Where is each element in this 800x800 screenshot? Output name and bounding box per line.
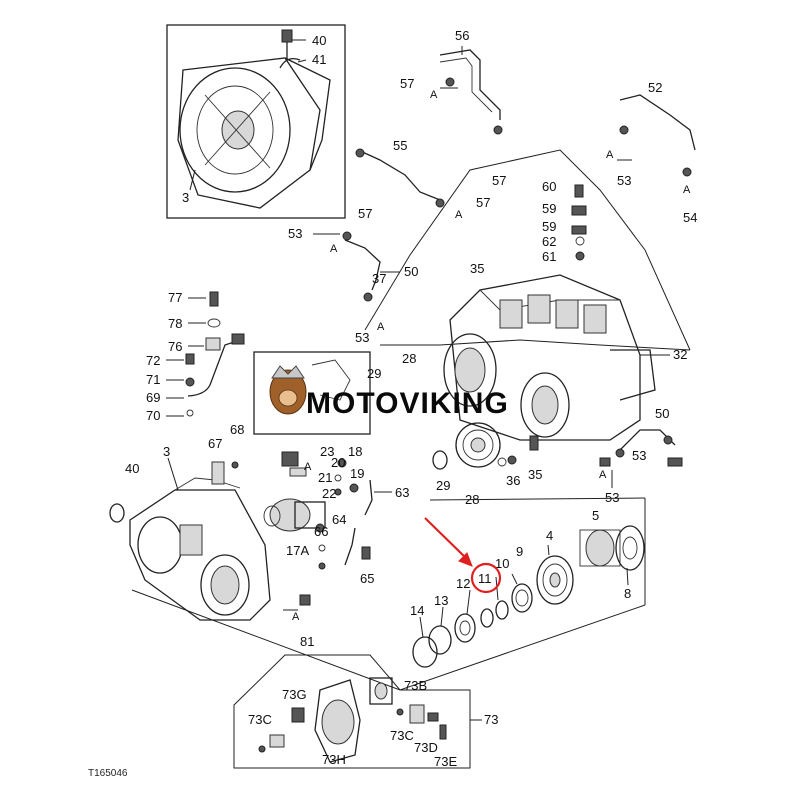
callout-57: 57 xyxy=(358,206,372,221)
callout-41: 41 xyxy=(312,52,326,67)
callout-29: 29 xyxy=(436,478,450,493)
callout-3: 3 xyxy=(182,190,189,205)
callout-73: 73 xyxy=(484,712,498,727)
callout-13: 13 xyxy=(434,593,448,608)
callout-81: 81 xyxy=(300,634,314,649)
callout-40: 40 xyxy=(125,461,139,476)
callout-64: 64 xyxy=(332,512,346,527)
callout-52: 52 xyxy=(648,80,662,95)
callout-65: 65 xyxy=(360,571,374,586)
arrow-a: A xyxy=(430,89,438,101)
callout-8: 8 xyxy=(624,586,631,601)
callout-29: 29 xyxy=(367,366,381,381)
harness-right xyxy=(599,429,683,488)
callout-57: 57 xyxy=(400,76,414,91)
callout-77: 77 xyxy=(168,290,182,305)
callout-61: 61 xyxy=(542,249,556,264)
callout-53: 53 xyxy=(288,226,302,241)
callout-57: 57 xyxy=(476,195,490,210)
watermark-brand: MOTOVIKING xyxy=(306,387,509,420)
callout-73E: 73E xyxy=(434,754,457,769)
sensor-group xyxy=(263,451,373,606)
callout-73G: 73G xyxy=(282,687,307,702)
callout-73C: 73C xyxy=(390,728,414,743)
arrow-a: A xyxy=(455,209,463,221)
arrow-a: A xyxy=(683,184,691,196)
arrow-a: A xyxy=(377,321,385,333)
engine-block xyxy=(364,149,691,441)
inset-bellhousing xyxy=(166,24,346,219)
callout-28: 28 xyxy=(402,351,416,366)
housing-lower xyxy=(109,457,271,621)
callout-56: 56 xyxy=(455,28,469,43)
callout-36: 36 xyxy=(506,473,520,488)
callout-66: 66 xyxy=(314,524,328,539)
exploded-drivetrain xyxy=(131,497,646,691)
arrow-a: A xyxy=(330,243,338,255)
callout-53: 53 xyxy=(355,330,369,345)
callout-70: 70 xyxy=(146,408,160,423)
callout-37: 37 xyxy=(372,271,386,286)
callout-60: 60 xyxy=(542,179,556,194)
callout-11: 11 xyxy=(478,571,492,586)
callout-62: 62 xyxy=(542,234,556,249)
hardware-stack xyxy=(571,184,587,261)
figure-id: T165046 xyxy=(88,768,128,779)
sensor-column xyxy=(185,291,245,417)
callout-53: 53 xyxy=(632,448,646,463)
callout-72: 72 xyxy=(146,353,160,368)
callout-22: 22 xyxy=(322,486,336,501)
callout-63: 63 xyxy=(395,485,409,500)
arrow-a: A xyxy=(606,149,614,161)
highlight-11 xyxy=(424,517,502,594)
callout-53: 53 xyxy=(605,490,619,505)
callout-59: 59 xyxy=(542,219,556,234)
arrow-a: A xyxy=(599,469,607,481)
callout-57: 57 xyxy=(492,173,506,188)
callout-10: 10 xyxy=(495,556,509,571)
watermark-logo xyxy=(253,351,371,435)
callout-76: 76 xyxy=(168,339,182,354)
callout-35: 35 xyxy=(528,467,542,482)
callout-32: 32 xyxy=(673,347,687,362)
callout-67: 67 xyxy=(208,436,222,451)
callout-40: 40 xyxy=(312,33,326,48)
callout-78: 78 xyxy=(168,316,182,331)
callout-12: 12 xyxy=(456,576,470,591)
callout-59: 59 xyxy=(542,201,556,216)
callout-19: 19 xyxy=(350,466,364,481)
coupling-group xyxy=(233,654,471,769)
arrow-a: A xyxy=(292,611,300,623)
callout-20: 20 xyxy=(331,455,345,470)
callout-17A: 17A xyxy=(286,543,309,558)
callout-73B: 73B xyxy=(404,678,427,693)
callout-35: 35 xyxy=(470,261,484,276)
callout-53: 53 xyxy=(617,173,631,188)
callout-21: 21 xyxy=(318,470,332,485)
callout-69: 69 xyxy=(146,390,160,405)
callout-73D: 73D xyxy=(414,740,438,755)
callout-55: 55 xyxy=(393,138,407,153)
callout-50: 50 xyxy=(404,264,418,279)
gear-28 xyxy=(432,422,539,470)
callout-73H: 73H xyxy=(322,752,346,767)
callout-5: 5 xyxy=(592,508,599,523)
arrow-a: A xyxy=(304,461,312,473)
callout-9: 9 xyxy=(516,544,523,559)
callout-73C: 73C xyxy=(248,712,272,727)
callout-18: 18 xyxy=(348,444,362,459)
callout-54: 54 xyxy=(683,210,697,225)
injector-lines-upper xyxy=(342,46,696,302)
callout-71: 71 xyxy=(146,372,160,387)
callout-23: 23 xyxy=(320,444,334,459)
callout-3: 3 xyxy=(163,444,170,459)
callout-68: 68 xyxy=(230,422,244,437)
callout-50: 50 xyxy=(655,406,669,421)
callout-14: 14 xyxy=(410,603,424,618)
callout-4: 4 xyxy=(546,528,553,543)
